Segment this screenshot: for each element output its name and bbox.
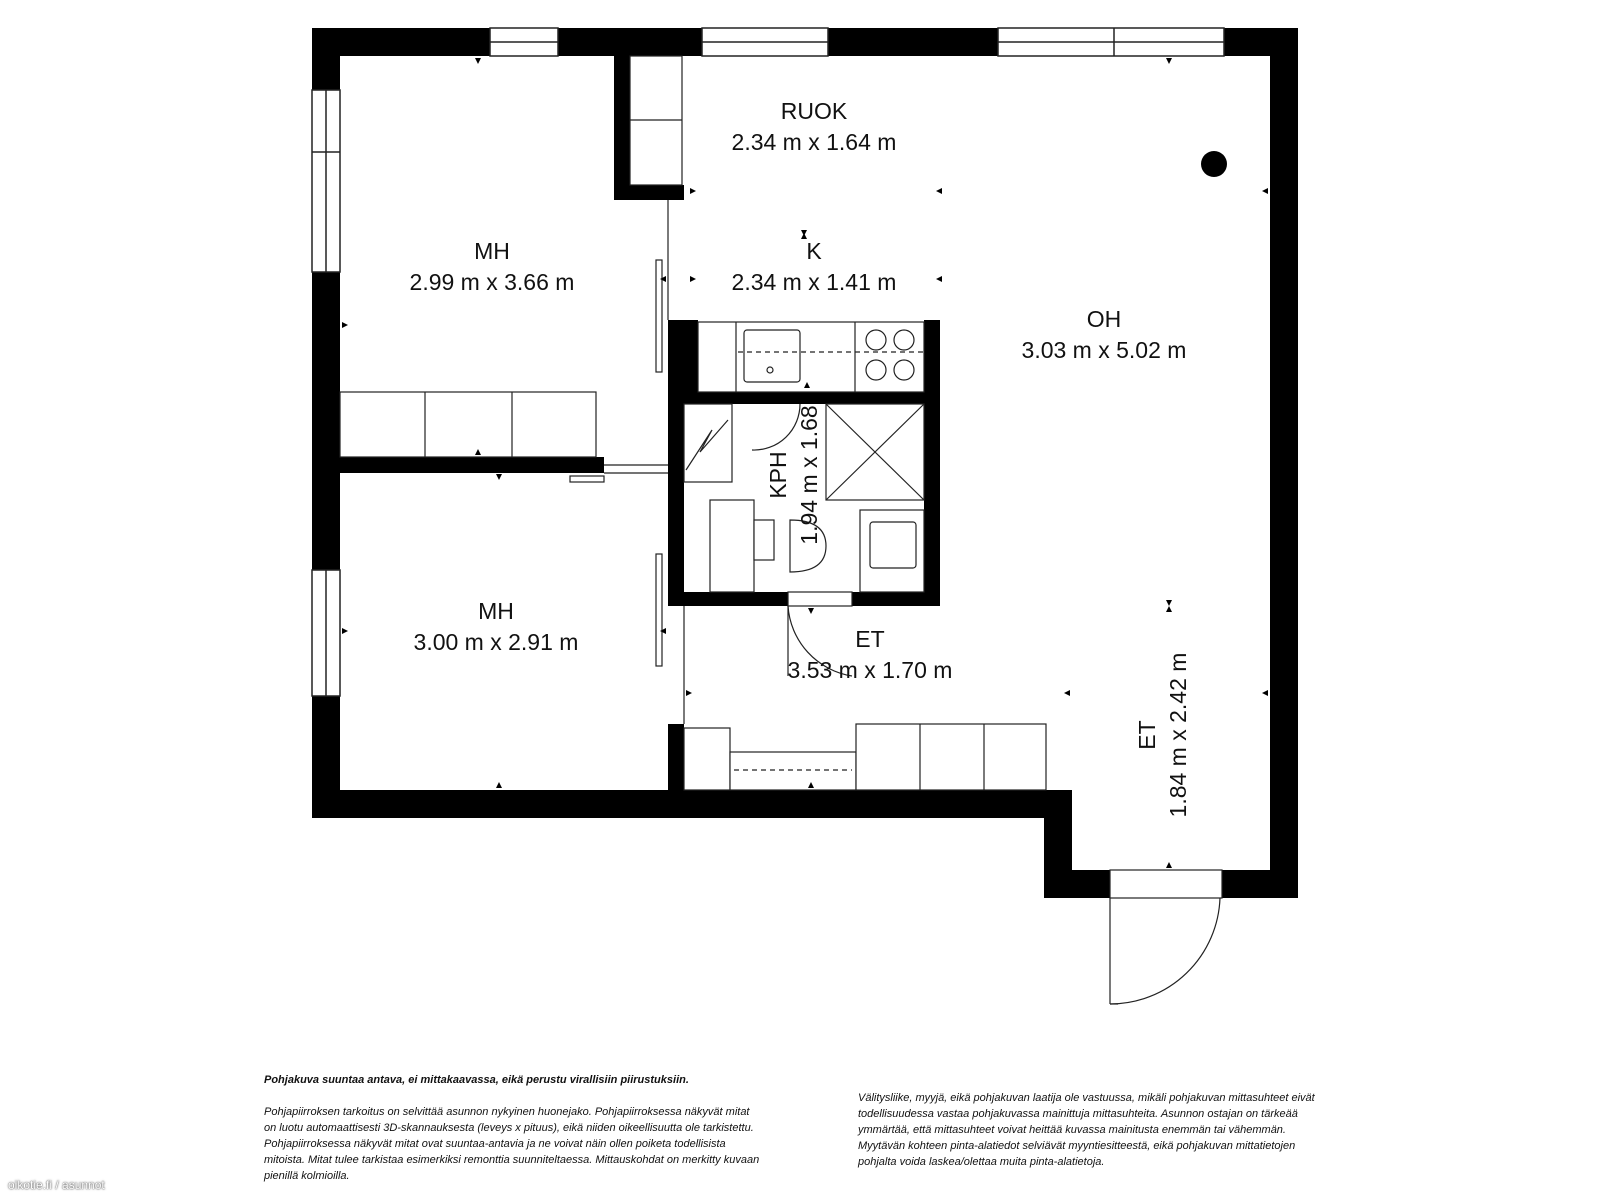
watermark: oikotie.fi / asunnot [8, 1178, 105, 1192]
room-name: RUOK [780, 98, 848, 124]
kitchen-cabinets [629, 55, 683, 186]
bathroom-fixtures [683, 403, 925, 593]
room-name: KPH [765, 451, 791, 499]
disclaimer-right-text: Välitysliike, myyjä, eikä pohjakuvan laa… [858, 1092, 1315, 1168]
room-dimensions: 1.94 m x 1.68 [796, 405, 822, 545]
room-dimensions: 1.84 m x 2.42 m [1165, 652, 1191, 818]
chimney-icon [1201, 151, 1227, 177]
room-dimensions: 3.53 m x 1.70 m [787, 657, 953, 683]
room-name: OH [1086, 306, 1122, 332]
wardrobe-bedroom-1 [339, 391, 597, 458]
kitchen-counter [697, 321, 925, 393]
disclaimer-right: Välitysliike, myyjä, eikä pohjakuvan laa… [858, 1090, 1336, 1186]
room-name: K [806, 238, 822, 264]
room-label-et1: ET 3.53 m x 1.70 m [770, 624, 970, 686]
room-name: MH [474, 238, 510, 264]
doors [569, 200, 1223, 1005]
room-dimensions: 2.34 m x 1.41 m [731, 269, 897, 295]
room-label-ruok: RUOK 2.34 m x 1.64 m [714, 96, 914, 158]
room-label-oh: OH 3.03 m x 5.02 m [1004, 304, 1204, 366]
room-dimensions: 3.00 m x 2.91 m [413, 629, 579, 655]
disclaimer-left: Pohjakuva suuntaa antava, ei mittakaavas… [264, 1072, 764, 1200]
windows [311, 27, 1225, 697]
room-label-mh2: MH 3.00 m x 2.91 m [396, 596, 596, 658]
room-label-keittio: K 2.34 m x 1.41 m [714, 236, 914, 298]
room-name: ET [1134, 720, 1160, 750]
room-label-mh1: MH 2.99 m x 3.66 m [392, 236, 592, 298]
entry-closets [683, 723, 1047, 791]
disclaimer-heading: Pohjakuva suuntaa antava, ei mittakaavas… [264, 1074, 689, 1086]
room-dimensions: 2.34 m x 1.64 m [731, 129, 897, 155]
room-dimensions: 3.03 m x 5.02 m [1021, 337, 1187, 363]
floor-plan [311, 27, 1298, 1005]
room-name: MH [478, 598, 514, 624]
disclaimer-left-text: Pohjapiirroksen tarkoitus on selvittää a… [264, 1106, 760, 1182]
room-dimensions: 2.99 m x 3.66 m [409, 269, 575, 295]
measurement-markers [342, 58, 1268, 868]
room-label-kph: KPH 1.94 m x 1.68 [763, 375, 825, 575]
room-label-et2: ET 1.84 m x 2.42 m [1132, 635, 1194, 835]
room-name: ET [855, 626, 885, 652]
interior-walls [340, 56, 940, 790]
